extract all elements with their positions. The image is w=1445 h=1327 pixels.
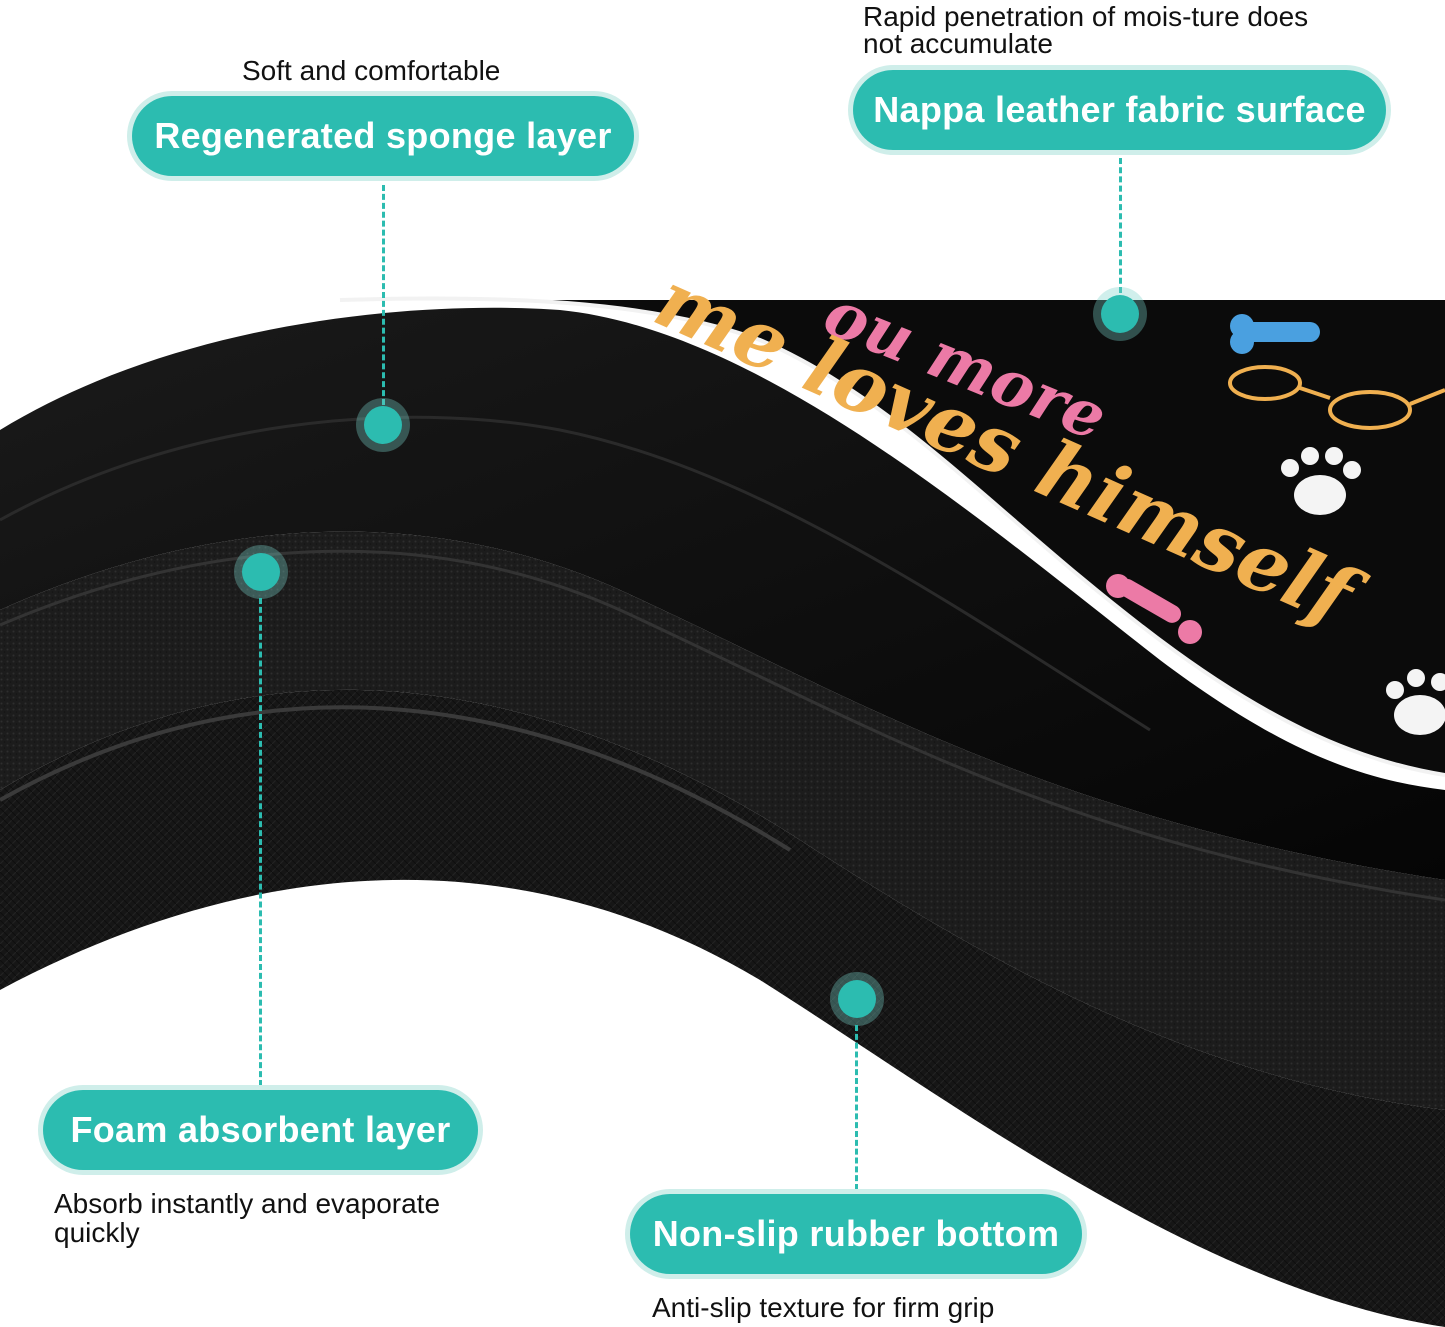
foam-layer-marker: [242, 553, 280, 591]
foam-layer: [0, 531, 1445, 1110]
nappa-leather-surface: [340, 298, 1445, 775]
sponge-layer: [0, 307, 1445, 881]
rubber-bottom-note: Anti-slip texture for firm grip: [652, 1292, 995, 1323]
foam-layer-label: Foam absorbent layer: [43, 1090, 478, 1170]
foam-layer-note-line-1: Absorb instantly and evaporate: [54, 1188, 441, 1219]
rubber-bottom-layer: [0, 689, 1445, 1327]
sponge-layer-note: Soft and comfortable: [242, 55, 501, 86]
surface-label: Nappa leather fabric surface: [853, 70, 1386, 150]
surface-note-line-2: not accumulate: [863, 28, 1053, 59]
paw-print-icon: [1386, 669, 1445, 735]
sponge-layer-label: Regenerated sponge layer: [132, 96, 634, 176]
paw-print-icon: [1281, 447, 1361, 515]
rubber-bottom-label: Non-slip rubber bottom: [630, 1194, 1082, 1274]
sponge-layer-marker: [364, 406, 402, 444]
dog-glasses-icon: [1228, 365, 1445, 430]
rubber-bottom-connector: [855, 1025, 858, 1190]
bone-icon: [1106, 574, 1202, 644]
foam-layer-note-line-2: quickly: [54, 1217, 140, 1248]
foam-layer-connector: [259, 598, 262, 1086]
surface-note-line-1: Rapid penetration of mois-ture does: [863, 1, 1309, 32]
sponge-layer-connector: [382, 185, 385, 405]
surface-marker: [1101, 295, 1139, 333]
surface-connector: [1119, 158, 1122, 293]
rubber-bottom-marker: [838, 980, 876, 1018]
bone-icon: [1230, 314, 1320, 354]
